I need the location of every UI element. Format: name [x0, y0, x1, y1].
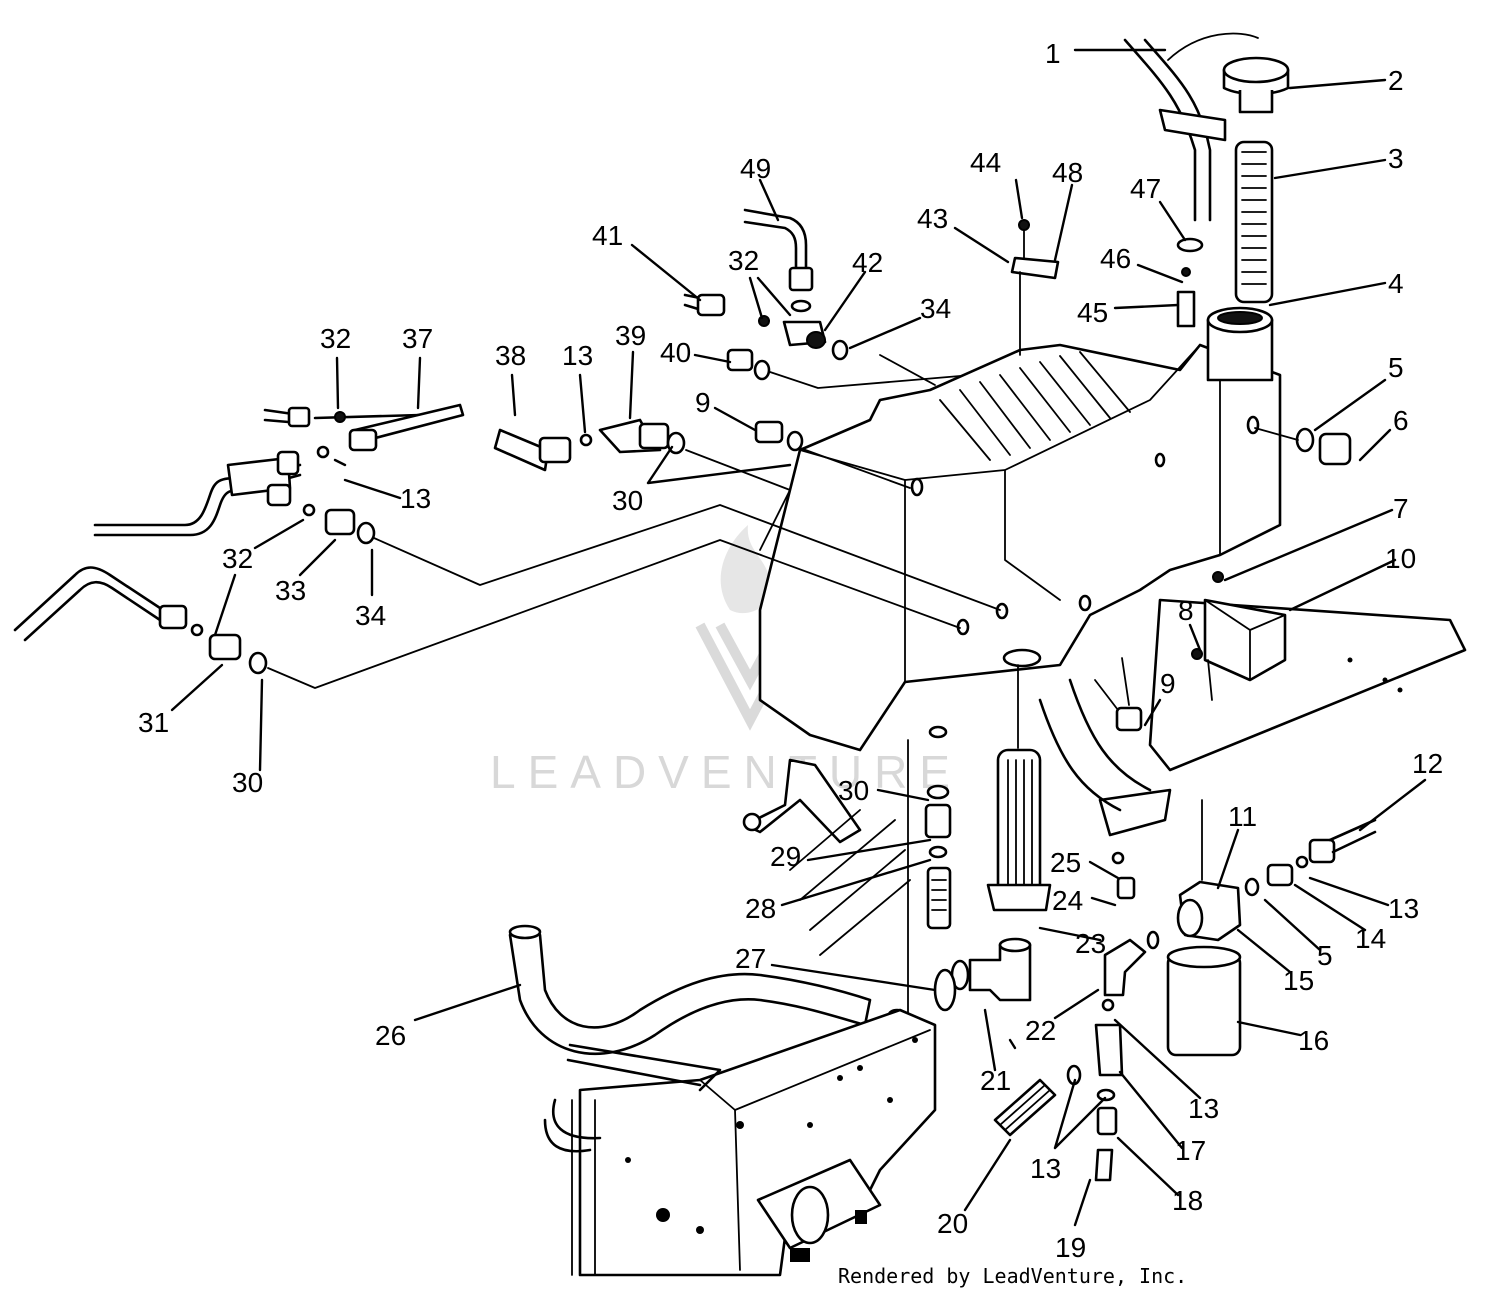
- callout-13: 13: [1388, 893, 1419, 924]
- callout-46: 46: [1100, 243, 1131, 274]
- credit-text: Rendered by LeadVenture, Inc.: [838, 1264, 1187, 1288]
- callout-30: 30: [612, 485, 643, 516]
- callout-3: 3: [1388, 143, 1404, 174]
- callout-31: 31: [138, 707, 169, 738]
- callout-2: 2: [1388, 65, 1404, 96]
- hydraulic-tank: [758, 306, 1282, 752]
- callout-24: 24: [1052, 885, 1083, 916]
- callout-40: 40: [660, 337, 691, 368]
- watermark-flame-icon: [720, 525, 771, 614]
- callout-41: 41: [592, 220, 623, 251]
- callout-29: 29: [770, 841, 801, 872]
- callout-43: 43: [917, 203, 948, 234]
- drain-plug: [1318, 432, 1352, 466]
- oil-filter: [1166, 953, 1242, 1057]
- callout-14: 14: [1355, 923, 1386, 954]
- tank-bolt: [1115, 706, 1143, 732]
- callout-39: 39: [615, 320, 646, 351]
- callout-13: 13: [1188, 1093, 1219, 1124]
- callout-5: 5: [1317, 940, 1333, 971]
- callout-48: 48: [1052, 157, 1083, 188]
- watermark-text: LEADVENTURE: [490, 746, 962, 798]
- callout-labels: 1 2 3 4 5 6 7 8 9 9 10 11 12 13 13 13 13…: [138, 38, 1443, 1263]
- watermark: LEADVENTURE: [490, 525, 962, 798]
- callout-13: 13: [1030, 1153, 1061, 1184]
- callout-23: 23: [1075, 928, 1106, 959]
- callout-9: 9: [695, 387, 711, 418]
- callout-8: 8: [1178, 595, 1194, 626]
- callout-28: 28: [745, 893, 776, 924]
- callout-18: 18: [1172, 1185, 1203, 1216]
- callout-32: 32: [222, 543, 253, 574]
- vent-fitting: [1176, 290, 1196, 328]
- callout-16: 16: [1298, 1025, 1329, 1056]
- vent-gasket: [1176, 237, 1204, 253]
- callout-26: 26: [375, 1020, 406, 1051]
- callout-45: 45: [1077, 297, 1108, 328]
- callout-38: 38: [495, 340, 526, 371]
- callout-33: 33: [275, 575, 306, 606]
- callout-13: 13: [562, 340, 593, 371]
- callout-12: 12: [1412, 748, 1443, 779]
- callout-6: 6: [1393, 405, 1409, 436]
- sender-plate: [1010, 256, 1060, 280]
- callout-25: 25: [1050, 847, 1081, 878]
- callout-34: 34: [355, 600, 386, 631]
- callout-42: 42: [852, 247, 883, 278]
- callout-5: 5: [1388, 352, 1404, 383]
- tank-cap: [1222, 56, 1290, 114]
- lower-chassis: [543, 1008, 937, 1277]
- callout-9: 9: [1160, 668, 1176, 699]
- suction-elbow: [968, 943, 1032, 1002]
- callout-17: 17: [1175, 1135, 1206, 1166]
- leader-lines: [170, 48, 1427, 1227]
- callout-11: 11: [1228, 801, 1257, 832]
- callout-13: 13: [400, 483, 431, 514]
- callout-32: 32: [728, 245, 759, 276]
- callout-4: 4: [1388, 268, 1404, 299]
- callout-34: 34: [920, 293, 951, 324]
- callout-10: 10: [1385, 543, 1416, 574]
- callout-30: 30: [838, 775, 869, 806]
- upper-fittings: [493, 208, 849, 472]
- upper-left-lines: [13, 403, 465, 675]
- callout-19: 19: [1055, 1232, 1086, 1263]
- callout-27: 27: [735, 943, 766, 974]
- callout-32: 32: [320, 323, 351, 354]
- filler-strainer: [1234, 140, 1274, 304]
- bracket: [1203, 598, 1287, 682]
- callout-15: 15: [1283, 965, 1314, 996]
- return-hose: [508, 926, 872, 1056]
- callout-20: 20: [937, 1208, 968, 1239]
- callout-44: 44: [970, 147, 1001, 178]
- suction-filter: [996, 748, 1042, 902]
- callout-30: 30: [232, 767, 263, 798]
- callout-7: 7: [1393, 493, 1409, 524]
- callout-1: 1: [1045, 38, 1061, 69]
- callout-47: 47: [1130, 173, 1161, 204]
- callout-49: 49: [740, 153, 771, 184]
- callout-22: 22: [1025, 1015, 1056, 1046]
- callout-21: 21: [980, 1065, 1011, 1096]
- callout-37: 37: [402, 323, 433, 354]
